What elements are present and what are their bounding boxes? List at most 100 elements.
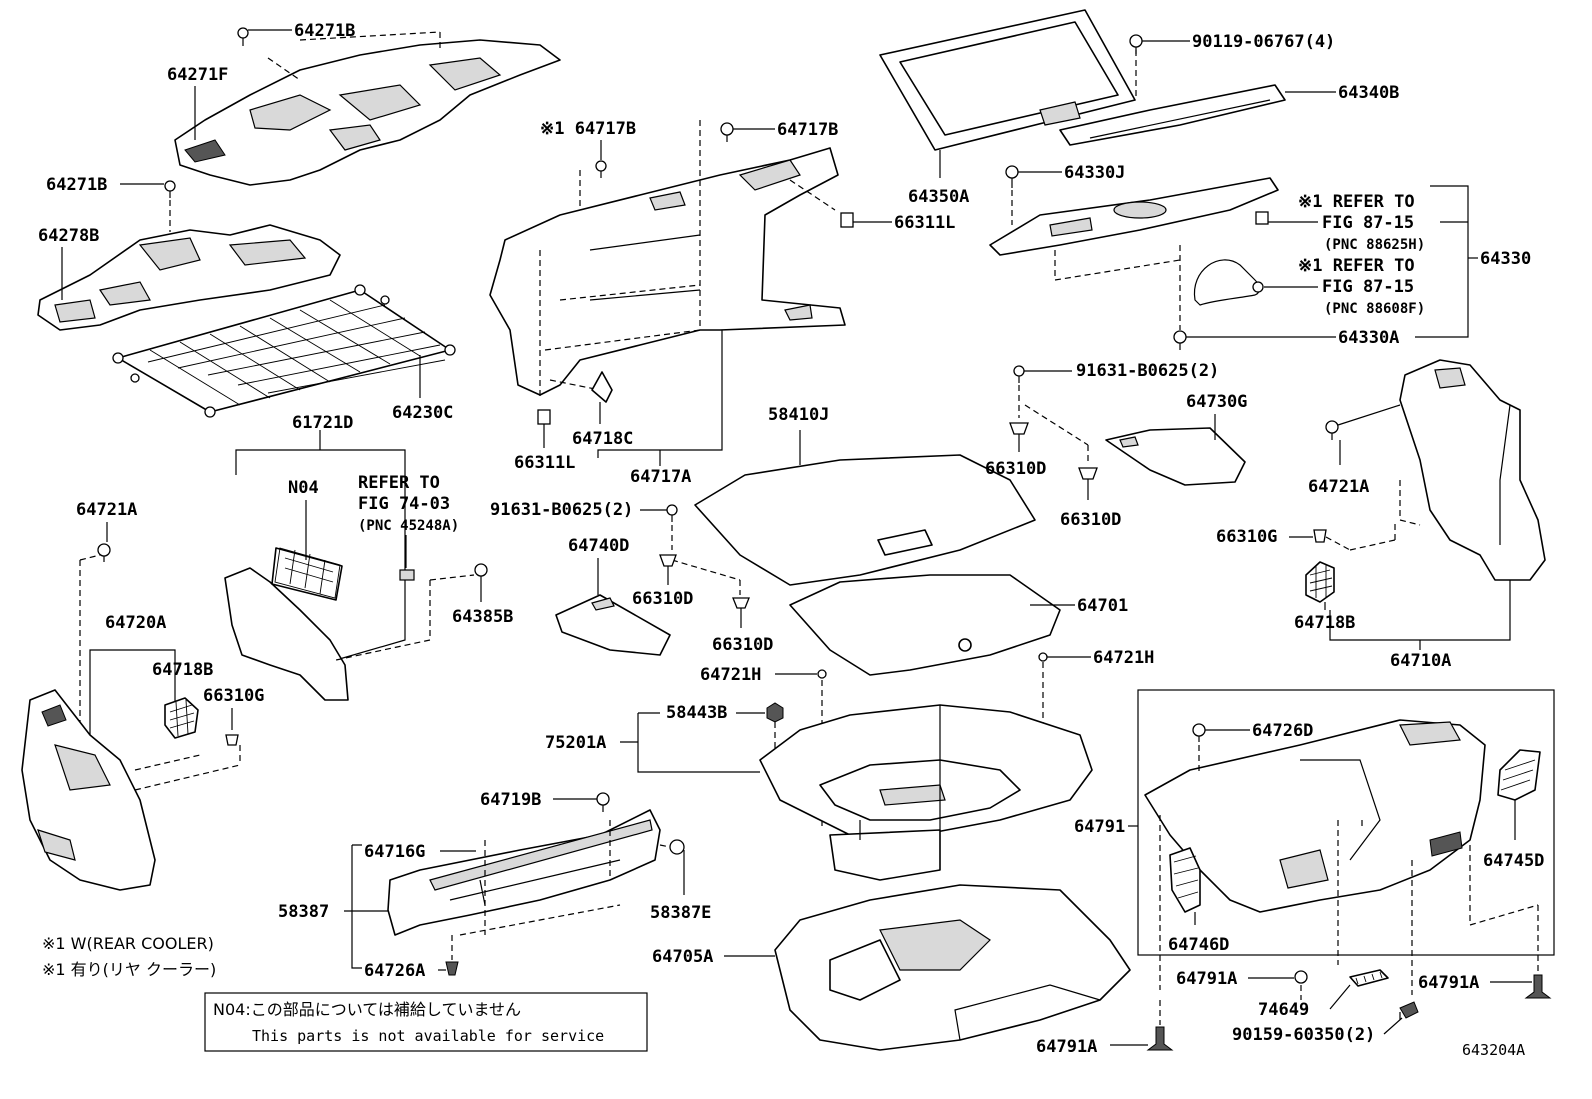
clip-icon — [595, 160, 607, 178]
label-66310D-d: 66310D — [1060, 510, 1121, 530]
label-66311L-right: 66311L — [894, 213, 955, 233]
label-66310D-c: 66310D — [985, 459, 1046, 479]
label-64721A-right: 64721A — [1308, 477, 1369, 497]
label-64330: 64330 — [1480, 249, 1531, 269]
clip-icon — [1524, 974, 1552, 999]
clip-icon — [537, 409, 551, 425]
label-64716G: 64716G — [364, 842, 425, 862]
part-64791-shape — [1144, 719, 1486, 913]
part-64701-shape — [789, 574, 1061, 676]
label-64340B: 64340B — [1338, 83, 1399, 103]
label-64746D: 64746D — [1168, 935, 1229, 955]
label-64745D: 64745D — [1483, 851, 1544, 871]
label-64726A: 64726A — [364, 961, 425, 981]
figure-id: 643204A — [1462, 1041, 1525, 1059]
part-88608F-cable — [1193, 259, 1264, 306]
label-66311L-left: 66311L — [514, 453, 575, 473]
clip-icon — [97, 543, 111, 562]
n04-note-box — [204, 992, 648, 1052]
label-64718B-right: 64718B — [1294, 613, 1355, 633]
label-64726D: 64726D — [1252, 721, 1313, 741]
label-64271F: 64271F — [167, 65, 228, 85]
label-ref2-line1: ※1 REFER TO — [1298, 256, 1415, 276]
clip-icon — [840, 212, 854, 228]
label-66310G-right: 66310G — [1216, 527, 1277, 547]
clip-icon — [1038, 652, 1048, 662]
part-58387-shape — [387, 809, 661, 936]
label-66310D-b: 66310D — [712, 635, 773, 655]
label-64730G: 64730G — [1186, 392, 1247, 412]
part-64746D-shape — [1169, 847, 1201, 913]
label-ref1-line2: FIG 87-15 — [1322, 213, 1414, 233]
label-64278B: 64278B — [38, 226, 99, 246]
label-64271B-mid: 64271B — [46, 175, 107, 195]
label-64717B: 64717B — [777, 120, 838, 140]
label-64720A: 64720A — [105, 613, 166, 633]
label-58410J: 58410J — [768, 405, 829, 425]
part-64330-shape — [989, 177, 1279, 256]
label-61721D: 61721D — [292, 413, 353, 433]
part-64720A-shape — [21, 689, 156, 891]
label-58387: 58387 — [278, 902, 329, 922]
clip-icon — [596, 792, 610, 812]
label-64721H-right: 64721H — [1093, 648, 1154, 668]
label-64230C: 64230C — [392, 403, 453, 423]
label-N04: N04 — [288, 478, 319, 498]
label-58387E: 58387E — [650, 903, 711, 923]
label-64330A: 64330A — [1338, 328, 1399, 348]
clip-icon — [1146, 1026, 1174, 1051]
clip-icon — [1005, 165, 1019, 188]
label-64271B-top: 64271B — [294, 21, 355, 41]
label-ref1-line3: (PNC 88625H) — [1324, 237, 1425, 253]
label-ref3-line1: REFER TO — [358, 473, 440, 493]
label-64721A-left: 64721A — [76, 500, 137, 520]
note-n04-jp: N04:この部品については補給していません — [213, 1000, 521, 1019]
label-75201A: 75201A — [545, 733, 606, 753]
label-91631-mid: 91631-B0625(2) — [490, 500, 633, 520]
label-90119: 90119-06767(4) — [1192, 32, 1335, 52]
part-75201A-shape — [759, 704, 1093, 881]
part-64230C-net — [112, 284, 456, 418]
detail-box-64791 — [1137, 689, 1555, 956]
label-ref3-line2: FIG 74-03 — [358, 494, 450, 514]
part-64278B-shape — [37, 224, 341, 331]
part-45248A-shape — [399, 569, 415, 581]
label-64705A: 64705A — [652, 947, 713, 967]
clip-icon — [720, 122, 734, 142]
label-64718B-left: 64718B — [152, 660, 213, 680]
part-58410J-shape — [694, 454, 1036, 586]
label-64330J: 64330J — [1064, 163, 1125, 183]
part-64718B-right-shape — [1305, 561, 1335, 603]
clip-icon — [659, 554, 677, 567]
label-64791A-b: 64791A — [1418, 973, 1479, 993]
clip-icon — [164, 180, 176, 198]
label-64791A-c: 64791A — [1036, 1037, 1097, 1057]
clip-icon — [766, 702, 784, 723]
label-64791A-a: 64791A — [1176, 969, 1237, 989]
clip-icon — [1325, 420, 1339, 440]
clip-icon — [1078, 467, 1098, 480]
label-91631-right: 91631-B0625(2) — [1076, 361, 1219, 381]
clip-icon — [1399, 1001, 1419, 1019]
part-64740D-shape — [555, 594, 671, 656]
part-64705A-shape — [774, 884, 1131, 1051]
note-n04-en: This parts is not available for service — [252, 1027, 604, 1045]
part-64745D-shape — [1497, 749, 1541, 801]
clip-icon — [237, 27, 249, 46]
clip-icon — [1192, 723, 1206, 742]
clip-icon — [1129, 34, 1143, 54]
label-64701: 64701 — [1077, 596, 1128, 616]
note-rear-cooler-en: ※1 W(REAR COOLER) — [42, 934, 214, 953]
label-64717A: 64717A — [630, 467, 691, 487]
label-64718C: 64718C — [572, 429, 633, 449]
label-66310G-left: 66310G — [203, 686, 264, 706]
part-64710A-shape — [1399, 359, 1546, 581]
label-64721H-left: 64721H — [700, 665, 761, 685]
clip-icon — [445, 961, 459, 976]
clip-icon — [1313, 529, 1327, 543]
label-90159: 90159-60350(2) — [1232, 1025, 1375, 1045]
part-64271F-shape — [174, 39, 561, 186]
part-64350A-frame — [879, 9, 1136, 151]
part-64730G-shape — [1105, 427, 1246, 486]
